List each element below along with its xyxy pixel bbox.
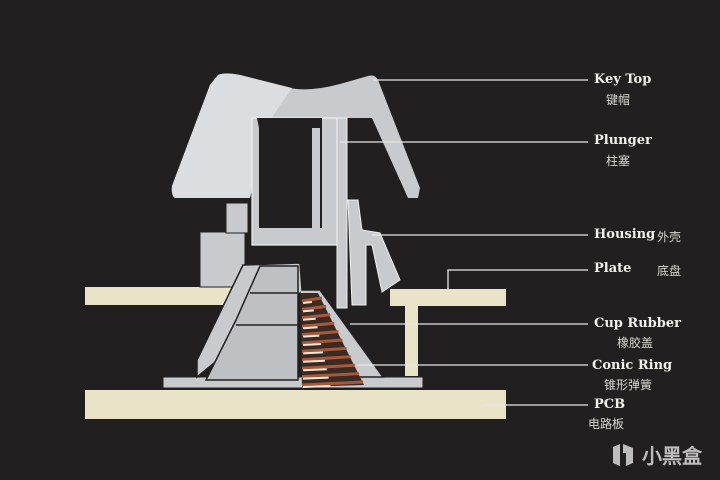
label-pcb-cn: 电路板 (588, 417, 625, 431)
watermark-text: 小黑盒 (642, 444, 702, 468)
spring-coil-highlight (302, 359, 325, 363)
housing-block-upper (225, 202, 249, 234)
spring-coil (301, 355, 351, 362)
spring-coil-highlight (302, 334, 320, 338)
label-cup-rubber-cn: 橡胶盖 (617, 336, 654, 350)
spring-coil-highlight (302, 385, 331, 388)
spring-coil-highlight (302, 343, 322, 346)
spring-coil (301, 346, 347, 353)
pcb-board (85, 390, 506, 419)
label-plunger-cn: 柱塞 (606, 154, 631, 168)
spring-coil (301, 296, 323, 303)
label-plate-cn: 底盘 (657, 264, 682, 278)
label-conic-ring: Conic Ring (592, 358, 673, 373)
housing-hook (347, 199, 401, 306)
label-plunger: Plunger (594, 133, 652, 148)
spring-coil-highlight (302, 309, 314, 313)
label-pcb: PCB (594, 397, 626, 412)
label-cup-rubber: Cup Rubber (594, 316, 681, 331)
label-housing: Housing (594, 227, 656, 242)
spring-coil-highlight (302, 301, 313, 304)
spring-coil (301, 380, 364, 387)
spring-coil-highlight (302, 376, 329, 380)
spring-coil-highlight (302, 326, 318, 330)
spring-coil (301, 304, 327, 311)
label-conic-ring-cn: 锥形弹簧 (604, 378, 653, 392)
conic-spring (300, 293, 364, 388)
plate-right (390, 289, 506, 306)
spring-coil (301, 372, 359, 379)
plunger-stem (336, 117, 348, 309)
plate-left (85, 287, 232, 305)
leader-lines (340, 79, 588, 406)
spring-coil-highlight (302, 317, 316, 321)
spring-coil (301, 338, 343, 345)
spring-coil (301, 330, 339, 337)
spring-coil (301, 363, 355, 370)
plunger-cavity (257, 118, 322, 228)
spring-coil (301, 313, 331, 320)
spring-coil (301, 321, 335, 328)
keycap-highlight (171, 73, 292, 198)
logo-icon (613, 443, 633, 466)
cup-rubber-inner (204, 265, 299, 381)
spring-coil-highlight (302, 368, 327, 372)
spring-coil-highlight (302, 351, 324, 355)
watermark: 小黑盒 (610, 440, 702, 469)
label-key-top: Key Top (594, 72, 652, 87)
label-housing-cn: 外壳 (657, 230, 682, 244)
label-plate: Plate (594, 261, 632, 276)
label-key-top-cn: 键帽 (606, 93, 631, 107)
